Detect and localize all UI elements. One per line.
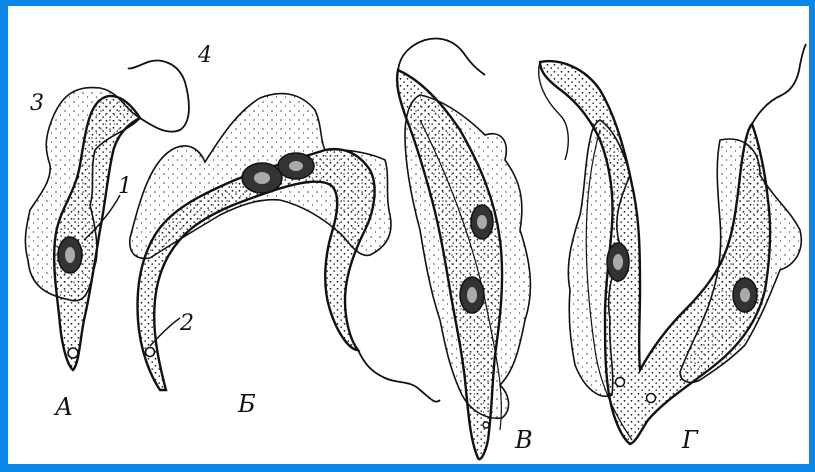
caption-g: Г bbox=[681, 426, 699, 454]
flagellum-b bbox=[358, 350, 440, 402]
flagellum-g bbox=[752, 44, 806, 124]
kinetoplast-g-1 bbox=[616, 378, 625, 387]
caption-v: В bbox=[514, 426, 533, 454]
organism-b bbox=[130, 94, 440, 402]
kinetoplast-a bbox=[68, 348, 78, 358]
caption-a: А bbox=[53, 393, 73, 421]
kinetoplast-v bbox=[483, 422, 489, 428]
flagellum-v bbox=[398, 39, 485, 75]
label-number-2: 2 bbox=[179, 311, 194, 336]
label-number-3: 3 bbox=[30, 91, 44, 116]
label-number-1: 1 bbox=[118, 174, 132, 199]
caption-b: Б bbox=[237, 390, 256, 418]
organism-v bbox=[397, 39, 530, 460]
body-v bbox=[397, 70, 502, 459]
organism-g bbox=[539, 44, 806, 444]
kinetoplast-b bbox=[146, 348, 155, 357]
kinetoplast-g-2 bbox=[647, 394, 656, 403]
label-number-4: 4 bbox=[197, 43, 212, 68]
